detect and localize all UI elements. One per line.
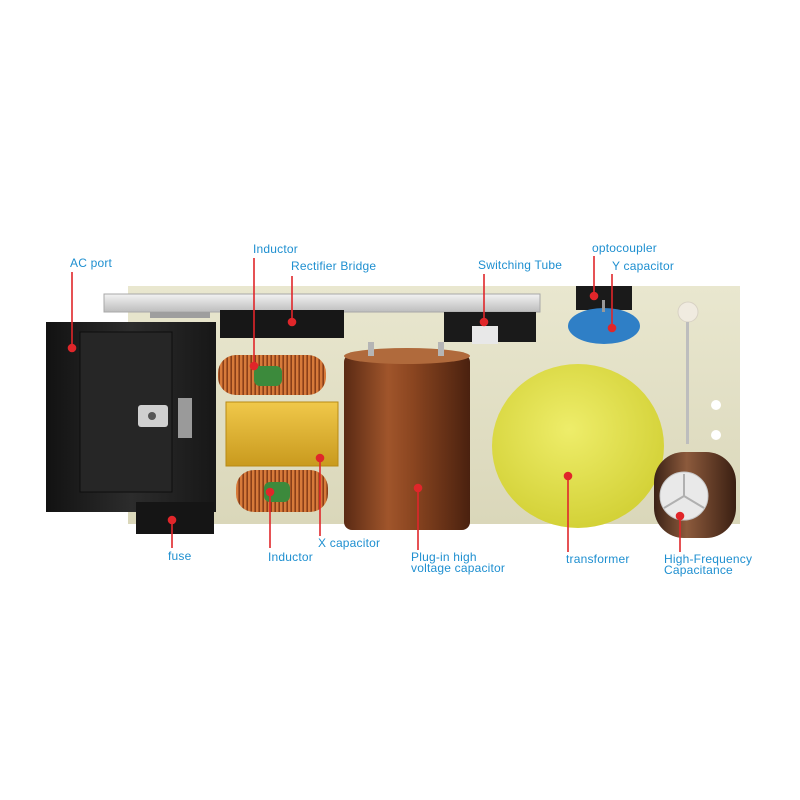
label-rectifier-bridge-line: Rectifier Bridge — [291, 259, 377, 273]
label-hv-capacitor-line-1: Plug-in high — [411, 550, 477, 564]
label-x-capacitor-line: X capacitor — [318, 536, 381, 550]
label-rectifier-bridge: Rectifier Bridge — [291, 259, 377, 273]
ac-port-terminal-hole — [148, 412, 156, 420]
label-hf-capacitance-line-2: Capacitance — [664, 563, 733, 577]
label-inductor-top-line: Inductor — [253, 242, 298, 256]
ac-port-clip — [178, 398, 192, 438]
label-hf-capacitance-line-1: High-Frequency — [664, 552, 753, 566]
mounting-hole — [711, 400, 721, 410]
hv-capacitor — [344, 354, 470, 530]
leader-dot-hv-capacitor — [413, 483, 423, 493]
label-transformer-line: transformer — [566, 552, 630, 566]
label-optocoupler-line: optocoupler — [592, 241, 657, 255]
label-switching-tube-line: Switching Tube — [478, 258, 563, 272]
label-fuse: fuse — [168, 549, 192, 563]
led — [677, 301, 699, 323]
label-y-capacitor: Y capacitor — [612, 259, 675, 273]
label-inductor-bottom: Inductor — [268, 550, 313, 564]
leader-dot-switching-tube — [479, 317, 489, 327]
heatsink-shadow — [150, 312, 210, 318]
hf-capacitor-vent — [663, 474, 705, 509]
y-capacitor-lead — [602, 300, 605, 312]
label-hf-capacitance: High-Frequency Capacitance — [664, 552, 753, 577]
label-hv-capacitor: Plug-in high voltage capacitor — [411, 550, 506, 575]
label-ac-port: AC port — [70, 256, 113, 270]
label-hv-capacitor-line-2: voltage capacitor — [411, 561, 506, 575]
leader-dot-y-capacitor — [607, 323, 617, 333]
y-capacitor — [568, 308, 640, 344]
rectifier-bridge — [220, 310, 344, 338]
leader-dot-optocoupler — [589, 291, 599, 301]
leader-dot-x-capacitor — [315, 453, 325, 463]
hv-capacitor-top — [344, 348, 470, 364]
hv-capacitor-pin-right — [438, 342, 444, 356]
led-lead — [686, 322, 689, 444]
leader-lines — [67, 256, 685, 552]
leader-dot-hf-capacitance — [675, 511, 685, 521]
label-switching-tube: Switching Tube — [478, 258, 563, 272]
mounting-hole — [711, 430, 721, 440]
label-fuse-line: fuse — [168, 549, 192, 563]
label-x-capacitor: X capacitor — [318, 536, 381, 550]
inductor-top-core — [254, 366, 282, 386]
leader-dot-rectifier — [287, 317, 297, 327]
switching-tube-tab — [472, 326, 498, 344]
leader-dot-fuse — [167, 515, 177, 525]
leader-dot-ac-port — [67, 343, 77, 353]
hv-capacitor-pin-left — [368, 342, 374, 356]
label-y-capacitor-line: Y capacitor — [612, 259, 675, 273]
leader-dot-inductor-top — [249, 361, 259, 371]
label-ac-port-line: AC port — [70, 256, 113, 270]
leader-dot-transformer — [563, 471, 573, 481]
label-inductor-bottom-line: Inductor — [268, 550, 313, 564]
label-transformer: transformer — [566, 552, 630, 566]
heatsink — [103, 293, 541, 313]
leader-dot-inductor-bottom — [265, 487, 275, 497]
transformer — [492, 364, 664, 528]
label-optocoupler: optocoupler — [592, 241, 657, 255]
label-inductor-top: Inductor — [253, 242, 298, 256]
